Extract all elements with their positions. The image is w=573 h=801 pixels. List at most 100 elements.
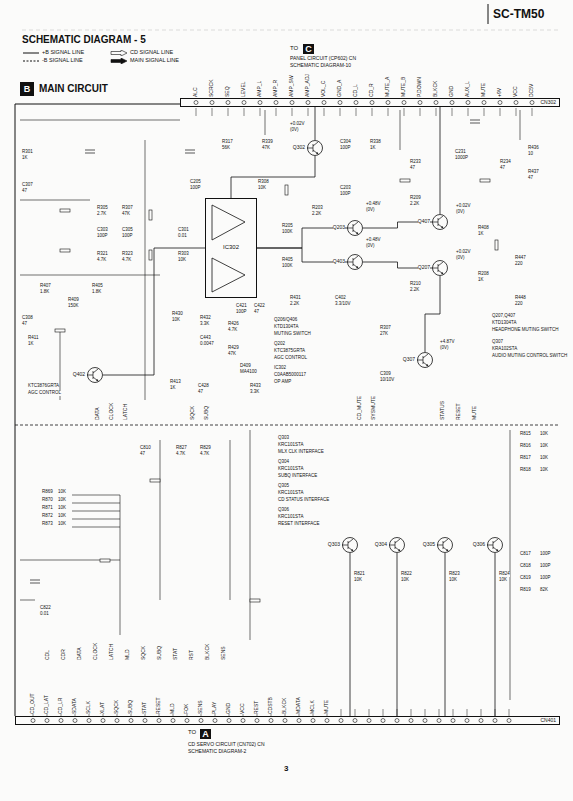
connector-pin [418,101,422,105]
part-label: 150K [68,304,79,309]
connector-pin [242,101,246,105]
connector-pin [322,101,326,105]
pin-name: BLKCK [205,644,210,660]
part-label: 4.7K [97,258,106,263]
part-label: 47 [140,452,145,457]
connector-pin [409,719,413,723]
part-label: R824 [499,572,510,577]
pin-wire [212,108,213,116]
part-ref: Q306 [473,542,485,547]
drawing-stroke [55,329,65,332]
part-label: 1K [370,146,376,151]
part-label: 10K [540,444,548,449]
pin-name: STATUS [440,401,445,420]
transistor-outline [433,215,448,230]
signal-wire [495,553,496,716]
drawing-stroke [60,209,70,212]
pin-wire [355,709,356,716]
part-label: C422 [254,304,265,309]
part-label: R872 [42,514,53,519]
transistor-outline [347,254,363,270]
pin-name: +9V [497,88,502,97]
part-label: R437 [528,170,539,175]
pin-name: SQCK [114,700,119,714]
part-ref: Q407 [418,219,430,224]
part-label: R815 [520,432,531,437]
connector-ref: CN401 [540,718,556,723]
pin-name: MDATA [296,697,301,714]
part-label: C0AAB5000117 [274,373,306,378]
pin-name: SEQ [225,86,230,97]
connector-pin [143,719,147,723]
legend-line [23,53,39,54]
part-label: R829 [200,446,211,451]
connector-band: CN302 [180,98,560,107]
connector-pin [241,719,245,723]
transistor-outline [487,537,503,553]
pin-name: AMP_ADJ [305,74,310,97]
pin-wire [228,108,229,116]
part-label: (0V) [366,244,375,249]
legend-text: MAIN SIGNAL LINE [130,58,179,64]
part-label: SCHEMATIC DIAGRAM-2 [188,749,246,754]
part-label: R408 [478,226,489,231]
connector-pin [507,719,511,723]
part-label: 10K [499,578,507,583]
part-label: AGC CONTROL [28,391,61,396]
pin-wire [356,108,357,116]
part-label: +0.02V [456,250,470,255]
part-label: R821 [354,572,365,577]
part-label: C819 [520,576,531,581]
part-label: 220 [515,302,523,307]
pin-wire [372,108,373,116]
part-label: C810 [140,446,151,451]
connector-pin [402,101,406,105]
part-ref: Q403 [333,259,345,264]
part-label: 10K [354,578,362,583]
connector-pin [194,101,198,105]
legend-arrow [111,50,127,56]
pin-name: CD_L [353,84,358,97]
part-label: 10K [540,468,548,473]
signal-wire [315,107,316,140]
part-label: 100K [282,230,293,235]
part-label: KTC3875GRTA [274,349,305,354]
pin-wire [439,709,440,716]
part-label: R233 [410,160,421,165]
part-label: 10/10V [380,378,394,383]
pin-name: BLKCK [433,81,438,97]
header-rule [488,4,489,24]
transistor-outline [389,537,405,553]
pin-name: RESET [156,697,161,714]
connector-pin [115,719,119,723]
part-label: (0V) [366,208,375,213]
pin-wire [341,709,342,716]
pin-name: LEVEL [241,81,246,97]
pin-wire [292,108,293,116]
part-ref: Q302 [293,145,305,150]
pin-name: DATA [77,647,82,660]
transistor-symbol: Q307 [417,352,433,368]
part-label: 82K [540,588,548,593]
pin-name: MUTE [324,700,329,714]
drawing-stroke [149,210,152,220]
pin-wire [340,108,341,116]
pin-name: MCLK [310,700,315,714]
part-label: 47K [262,146,270,151]
part-label: C303 [97,228,108,233]
part-label: 100P [190,186,201,191]
legend-sample [22,58,40,64]
part-label: C822 [40,606,51,611]
pin-name: GND_A [337,80,342,97]
part-label: 2.2K [312,212,321,217]
part-label: R305 [97,206,108,211]
connector-pin [226,101,230,105]
transistor-lead [347,256,358,268]
pin-name: P.DOWN [417,77,422,97]
part-label: 47 [22,322,27,327]
transistor-outline [438,538,453,553]
part-label: 4.7K [176,452,185,457]
connector-pin [171,719,175,723]
part-label: 0.0047 [200,342,214,347]
